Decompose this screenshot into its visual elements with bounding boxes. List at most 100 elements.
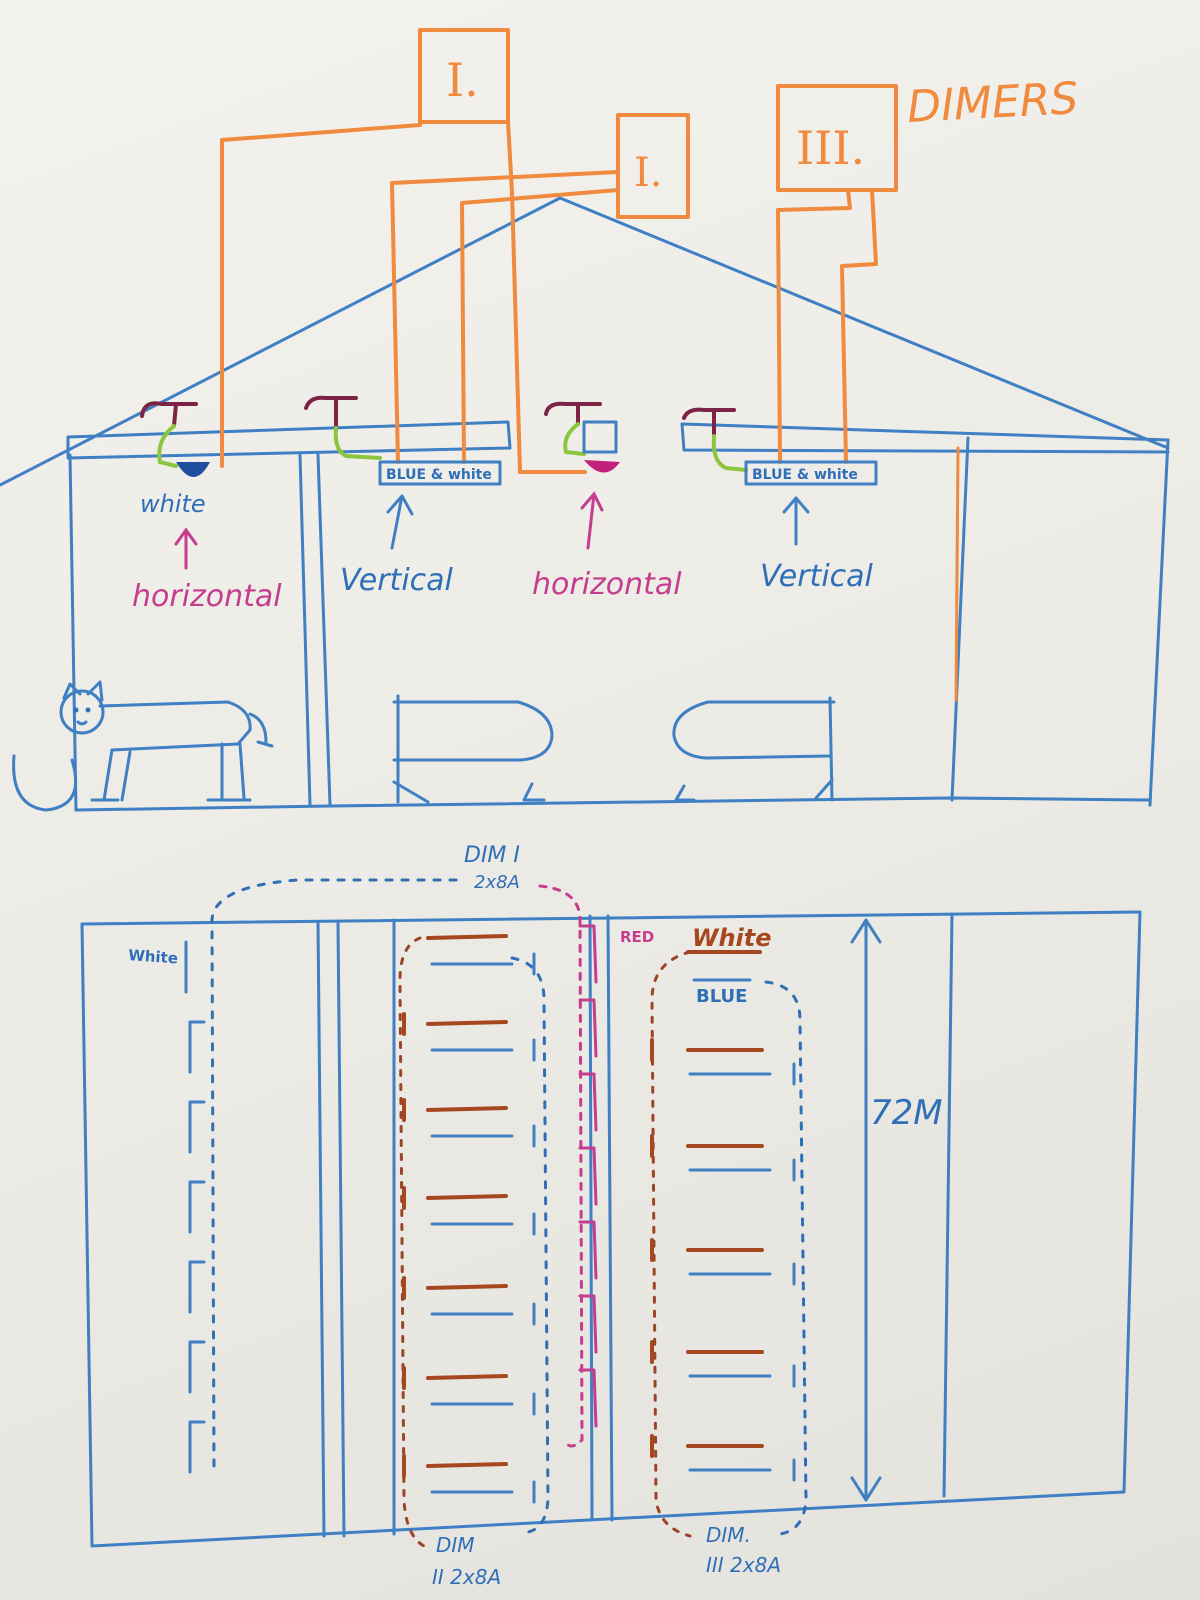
fixture-2: BLUE & white Vertical: [304, 395, 502, 598]
light-strip-blue: [430, 1480, 536, 1504]
fixture-3-direction: horizontal: [532, 567, 682, 602]
led-strip-box: [744, 460, 878, 486]
light-strip-white: [402, 1098, 508, 1122]
fixture-4-direction: Vertical: [760, 559, 874, 594]
fixture-1: white horizontal: [132, 401, 282, 614]
red-strip-ticks: [578, 924, 598, 1428]
arrow-up-icon: [782, 496, 810, 546]
light-strip-blue: [430, 1302, 536, 1326]
wire-dimmer2-b: [460, 188, 620, 464]
fixture-2-direction: Vertical: [340, 563, 454, 598]
wire-dimmer3-b: [840, 188, 878, 464]
light-strip-blue: [688, 1158, 796, 1182]
sofa-right: [672, 696, 836, 802]
blue-label: BLUE: [696, 986, 747, 1007]
arrow-up-icon: [580, 491, 604, 550]
cat-doodle: [12, 680, 274, 812]
light-strip-blue: [430, 952, 536, 976]
dimmer-box-3-label: III.: [796, 121, 865, 175]
light-strip-red: [578, 1368, 598, 1428]
dimmer-box-1-label: I.: [446, 53, 479, 107]
elevation-view: I. I. III. DIMERS white horizontal BLUE …: [0, 28, 1170, 812]
light-strip-blue: [688, 1364, 796, 1388]
arrow-up-icon: [386, 494, 414, 550]
arrow-up-icon: [174, 527, 198, 570]
dim3-strip-pairs: [650, 1038, 796, 1482]
right-wall: [950, 436, 970, 802]
dim3-circuit: White BLUE DIM. III 2x8A: [650, 924, 808, 1577]
dim2-label: DIM: [436, 1533, 475, 1557]
led-strip-box: [378, 460, 502, 486]
light-strip-red: [578, 1072, 598, 1132]
wire-dimmer2-a: [390, 170, 620, 464]
plan-view: 72M DIM I 2x8A White RED DIM II 2x8A Whi…: [80, 843, 1142, 1589]
white-label-left: White: [128, 946, 179, 967]
white-strip-ticks: [188, 1020, 206, 1474]
light-strip-white: [188, 1100, 206, 1154]
dim2-strip-pairs: [402, 934, 536, 1504]
red-label: RED: [620, 928, 654, 946]
dimension-arrow: [850, 918, 882, 1502]
dim3-rating: III 2x8A: [706, 1553, 781, 1577]
fixture-3: horizontal: [532, 401, 682, 602]
light-strip-blue: [688, 1262, 796, 1286]
light-strip-blue: [430, 1124, 536, 1148]
light-strip-white: [188, 1180, 206, 1234]
dimmers-title: DIMERS: [906, 73, 1080, 133]
length-label: 72M: [870, 1093, 943, 1133]
light-strip-white: [650, 1038, 764, 1062]
wire-dimmer3-a: [776, 188, 852, 464]
light-strip-white: [188, 1260, 206, 1314]
dim1-label: DIM I: [464, 843, 520, 868]
dimmer-box-1: [418, 28, 510, 124]
white-label-right: White: [692, 924, 772, 952]
sofa-left: [392, 694, 554, 804]
dim1-circuit: DIM I 2x8A White RED: [128, 843, 654, 1472]
light-strip-blue: [688, 1062, 796, 1086]
dim2-rating: II 2x8A: [432, 1565, 501, 1589]
fixture-1-color: white: [140, 490, 206, 518]
dimmer-box-2-label: I.: [634, 150, 663, 196]
light-strip-red: [578, 924, 598, 984]
light-strip-white: [188, 1020, 206, 1074]
dim1-rating: 2x8A: [474, 872, 520, 893]
fixture-4: BLUE & white Vertical: [682, 407, 878, 594]
light-strip-white: [188, 1340, 206, 1394]
floor-line: [74, 796, 1152, 812]
light-strip-blue: [430, 1392, 536, 1416]
light-strip-white: [188, 1420, 206, 1474]
light-strip-red: [578, 998, 598, 1058]
light-strip-red: [578, 1220, 598, 1280]
light-strip-blue: [430, 1038, 536, 1062]
light-strip-white: [402, 1276, 508, 1300]
light-strip-white: [650, 1134, 764, 1158]
partition-wall: [298, 453, 312, 807]
roof-line: [0, 196, 1170, 487]
room-outline: [80, 910, 1142, 1548]
light-strip-white: [650, 1238, 764, 1262]
dimmer-box-3: [776, 84, 898, 192]
light-strip-white: [650, 1340, 764, 1364]
light-strip-blue: [688, 1458, 796, 1482]
fixture-1-direction: horizontal: [132, 579, 282, 614]
dim3-label: DIM.: [706, 1523, 751, 1547]
light-strip-blue: [430, 1212, 536, 1236]
spot-lamp-icon: [584, 460, 620, 473]
fixture-4-strip: BLUE & white: [752, 467, 858, 483]
light-strip-white: [426, 934, 508, 940]
light-strip-red: [578, 1146, 598, 1206]
light-strip-white: [402, 1366, 508, 1390]
light-strip-white: [650, 1434, 764, 1458]
wire-dimmer1-fixture3: [506, 120, 587, 474]
left-wall: [68, 453, 78, 812]
dimmer-box-2: [616, 113, 690, 219]
spot-lamp-icon: [176, 462, 210, 477]
dim2-circuit: DIM II 2x8A: [398, 936, 550, 1589]
wire-dimmer1-fixture1: [220, 123, 422, 468]
fixture-2-strip: BLUE & white: [386, 467, 492, 483]
light-strip-red: [578, 1294, 598, 1354]
ceiling-beam: [66, 420, 512, 460]
light-strip-white: [402, 1186, 508, 1210]
light-strip-white: [402, 1454, 508, 1478]
